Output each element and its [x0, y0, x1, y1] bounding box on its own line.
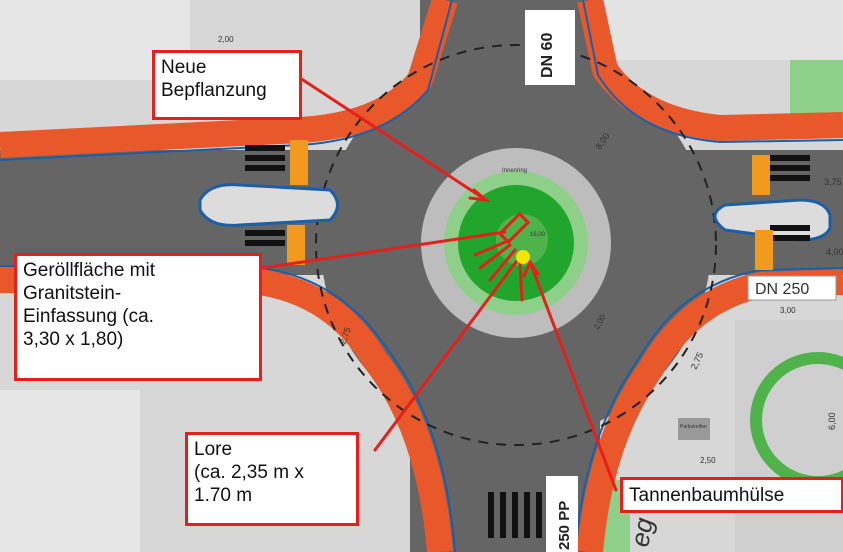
green-patch-right	[790, 60, 843, 120]
map-labels: DN 60 DN 250 250 PP 8,00 2,00 3,75 4,00 …	[218, 10, 843, 552]
label-parking: Parkstreifen	[680, 424, 707, 430]
tree-marker	[516, 250, 530, 264]
callout-line: 3,30 x 1,80)	[23, 329, 124, 350]
callout-line: Granitstein-	[23, 283, 122, 304]
callout-line: Lore	[194, 439, 233, 460]
callout-neue-bepflanzung: Neue Bepflanzung	[152, 50, 302, 120]
callout-line: 1.70 m	[194, 485, 253, 506]
label-ring: Innenring	[502, 168, 527, 174]
callout-line: (ca. 2,35 m x	[194, 462, 304, 483]
label-dim-200: 2,00	[218, 35, 234, 44]
callout-lore: Lore (ca. 2,35 m x 1.70 m	[185, 432, 359, 526]
label-dn-bottom: 250 PP	[556, 501, 573, 550]
label-center: 16,00	[530, 232, 546, 238]
callout-line: Bepflanzung	[161, 80, 267, 101]
building-top-right	[600, 0, 843, 60]
label-dim-375: 3,75	[824, 177, 842, 187]
callout-line: Tannenbaumhülse	[629, 485, 785, 506]
label-street-suffix: eg	[624, 515, 659, 549]
label-dim-400: 4,00	[826, 247, 843, 257]
island-inner-light	[496, 214, 548, 266]
bike-markings	[287, 140, 773, 270]
label-dn-top: DN 60	[539, 33, 556, 78]
label-dim-300: 3,00	[780, 306, 796, 315]
callout-line: Neue	[161, 57, 207, 78]
label-dn-right: DN 250	[755, 281, 809, 298]
callout-tannenbaumhuelse: Tannenbaumhülse	[620, 477, 843, 513]
callout-line: Geröllfläche mit	[23, 260, 155, 281]
lore-marker	[497, 211, 531, 245]
callout-line: Einfassung (ca.	[23, 306, 154, 327]
label-dim-600: 6,00	[827, 412, 837, 430]
crosswalks	[245, 145, 810, 538]
label-dim-250-right: 2,50	[700, 456, 716, 465]
callout-leader-lines	[260, 76, 618, 492]
callout-geroellflaeche: Geröllfläche mit Granitstein- Einfassung…	[14, 253, 262, 381]
building-bottom-left	[0, 390, 140, 552]
roundabout-dashed-outline	[315, 44, 717, 446]
